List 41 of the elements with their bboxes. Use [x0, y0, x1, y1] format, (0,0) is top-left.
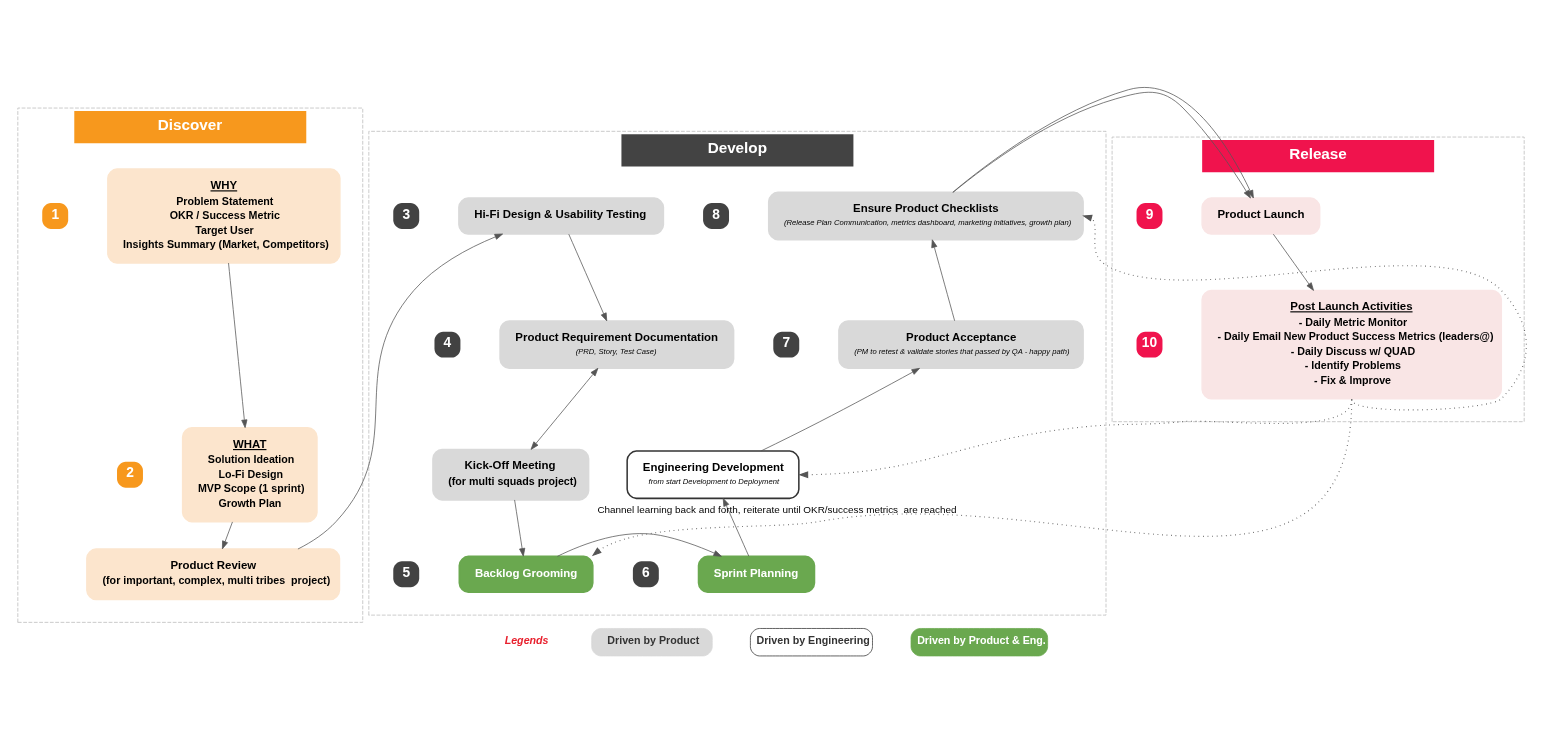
- node-box: Engineering Development from start Development to Deployment: [626, 449, 800, 499]
- arrow: [1082, 214, 1527, 410]
- node-box: Kick-Off Meeting (for multi squads project): [432, 448, 590, 501]
- node-label: 1: [51, 206, 60, 222]
- node-label: 7: [782, 334, 791, 350]
- node-label: 2: [126, 464, 134, 480]
- node-box: Product Review (for important, complex, multi tribes project): [86, 547, 341, 600]
- node-label: 9: [1145, 206, 1154, 222]
- arrow: [952, 86, 1254, 198]
- node-box: Product Requirement Documentation (PRD, Story, Test Case): [499, 319, 735, 369]
- node-box: Product Launch: [1201, 196, 1321, 235]
- arrow: [760, 367, 920, 451]
- arrow: [931, 238, 955, 321]
- arrow: [228, 262, 248, 428]
- node-box: WHY Problem Statement OKR / Success Metric Target User Insights Summary (Market, Competitors): [107, 167, 341, 264]
- arrow: [1272, 233, 1314, 291]
- edge-label: Channel learning back and forth, reiterate until OKR/success metrics are reached: [597, 503, 957, 515]
- node-label: 6: [642, 564, 650, 580]
- legend-label: Driven by Product: [607, 633, 700, 646]
- node-label: 4: [443, 334, 452, 350]
- arrow: [222, 521, 233, 549]
- node-box: Backlog Grooming: [458, 555, 594, 593]
- legend-label: Driven by Engineering: [756, 633, 870, 646]
- legend-label: Driven by Product & Eng.: [917, 633, 1046, 646]
- arrow: [568, 233, 608, 321]
- node-box: Hi-Fi Design & Usability Testing: [458, 196, 665, 235]
- arrow: [557, 532, 722, 557]
- node-box: Sprint Planning: [697, 555, 816, 593]
- node-box: WHAT Solution Ideation Lo-Fi Design MVP Scope (1 sprint) Growth Plan: [181, 426, 318, 522]
- node-label: 3: [402, 206, 411, 222]
- arrow: [514, 499, 526, 556]
- node-label: 10: [1141, 334, 1158, 350]
- node-label: 8: [712, 206, 720, 222]
- label: Legends: [504, 633, 549, 646]
- node-box: Product Acceptance (PM to retest & validate stories that passed by QA - happy path): [838, 319, 1084, 369]
- node-box: Post Launch Activities - Daily Metric Monitor - Daily Email New Product Success Metrics (leaders@) - Daily Discuss w/ QUAD - Identify Problems - Fix & Improve: [1201, 289, 1503, 400]
- node-label: 5: [402, 564, 411, 580]
- node-box: Ensure Product Checklists (Release Plan Communication, metrics dashboard, marketing initiatives, growth plan): [767, 191, 1084, 240]
- arrow: [722, 497, 750, 557]
- arrow: [530, 367, 599, 450]
- arrow: [297, 233, 503, 549]
